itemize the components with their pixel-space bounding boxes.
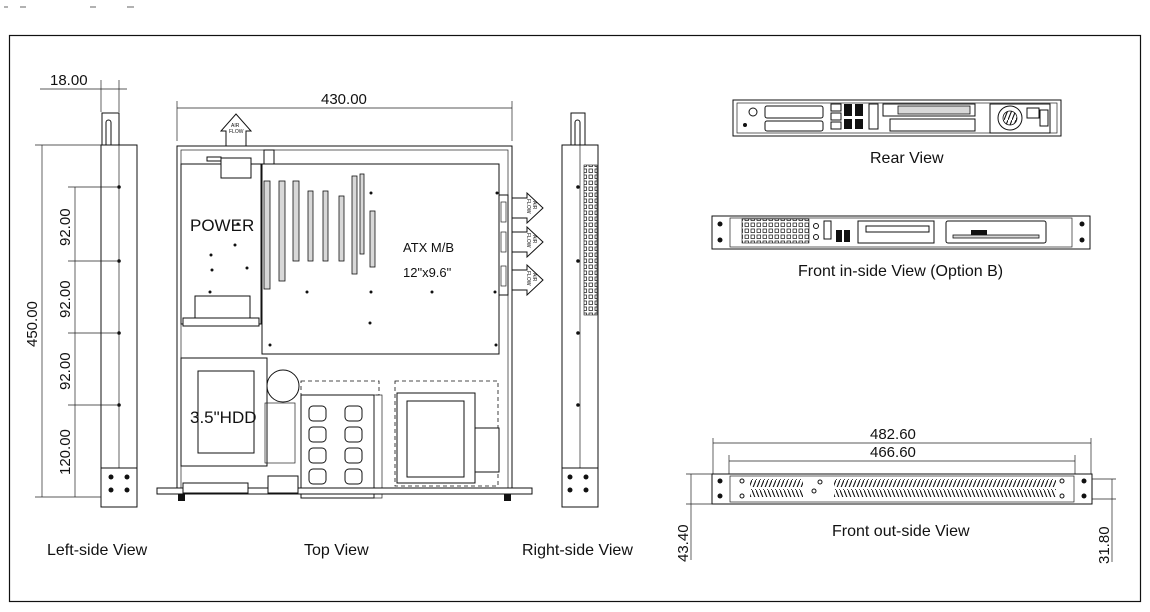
- rear-view-label: Rear View: [870, 150, 944, 167]
- dim-pitch-2: 92.00: [57, 280, 74, 318]
- airflow-label-right-2: FLOW: [525, 199, 531, 214]
- board-label: ATX M/B: [403, 240, 454, 255]
- dim-front-pitch: 120.00: [57, 429, 74, 475]
- right-side-view-label: Right-side View: [522, 542, 633, 559]
- dim-width: 430.00: [321, 91, 367, 108]
- dim-depth: 450.00: [24, 301, 41, 347]
- hdd-label: 3.5"HDD: [190, 408, 257, 427]
- dim-side-offset: 18.00: [50, 72, 88, 89]
- dim-pitch-1: 92.00: [57, 208, 74, 246]
- airflow-label-top-2: FLOW: [229, 129, 244, 135]
- dim-pitch-3: 92.00: [57, 352, 74, 390]
- rear-view: Rear View: [732, 99, 1062, 167]
- top-view: 430.00 AIR FLOW POWER ATX M/B: [156, 91, 533, 501]
- right-side-view: [561, 112, 599, 508]
- front-outside-view: 482.60 466.60 43.40 31.80 Front out-side…: [675, 426, 1116, 564]
- front-inside-view-label: Front in-side View (Option B): [798, 263, 1003, 280]
- left-side-view-label: Left-side View: [47, 542, 148, 559]
- dim-height-total: 43.40: [675, 524, 692, 562]
- power-label: POWER: [190, 216, 254, 235]
- left-side-view: 18.00 450.00 92.00 92.00 92.00: [24, 72, 138, 508]
- airflow-arrows-right: AIR FLOW AIR FLOW AIR FLOW: [511, 191, 544, 297]
- drawing-frame: [8, 34, 1142, 603]
- airflow-label-right-4: FLOW: [525, 233, 531, 248]
- airflow-label-right-6: FLOW: [525, 271, 531, 286]
- board-size-label: 12"x9.6": [403, 265, 452, 280]
- front-inside-view: Front in-side View (Option B): [711, 215, 1091, 280]
- airflow-label-right-1: AIR: [531, 201, 537, 210]
- dim-panel-width: 482.60: [870, 426, 916, 443]
- top-view-label: Top View: [304, 542, 369, 559]
- airflow-label-right-3: AIR: [531, 235, 537, 244]
- dim-height-inner: 31.80: [1096, 526, 1113, 564]
- front-outside-view-label: Front out-side View: [832, 523, 970, 540]
- dim-panel-inner: 466.60: [870, 444, 916, 461]
- airflow-label-top-1: AIR: [231, 123, 240, 129]
- airflow-label-right-5: AIR: [531, 273, 537, 282]
